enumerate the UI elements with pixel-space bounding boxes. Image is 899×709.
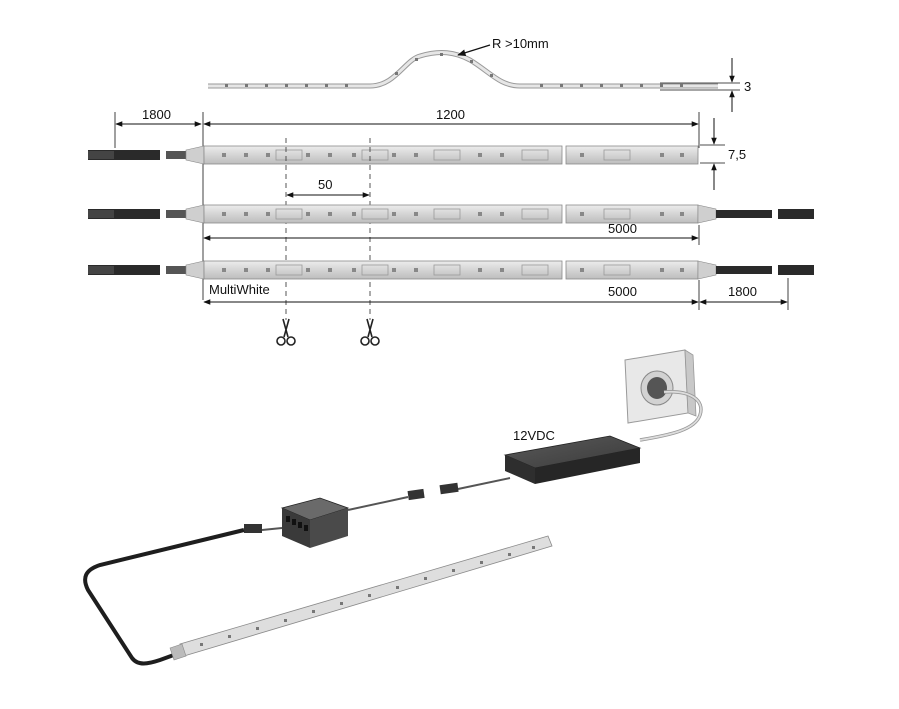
- strip-connector: [244, 524, 262, 533]
- installed-led-strip: [169, 535, 553, 661]
- psu-output-cable: [457, 477, 511, 490]
- cut-interval-label: 50: [318, 177, 332, 192]
- strip-feed-cable: [83, 528, 245, 666]
- power-supply-icon: [503, 435, 642, 484]
- length-top-label: 1200: [436, 107, 465, 122]
- strip-row-3: [88, 260, 814, 280]
- distributor-icon: [280, 497, 350, 548]
- distributor-cable: [347, 496, 409, 511]
- power-supply-label: 12VDC: [513, 428, 555, 443]
- scissors-icon: [360, 318, 380, 346]
- length-mid-label: 5000: [608, 221, 637, 236]
- strip-row-2: [88, 204, 814, 224]
- wall-socket-icon: [624, 349, 697, 424]
- length-bottom-label: 5000: [608, 284, 637, 299]
- connector-icon: [407, 482, 459, 501]
- height-label: 7,5: [728, 147, 746, 162]
- strip-row-1: [88, 145, 699, 165]
- thickness-label: 3: [744, 79, 751, 94]
- strip-type-label: MultiWhite: [209, 282, 270, 297]
- cable-right-label: 1800: [728, 284, 757, 299]
- scissors-icon: [276, 318, 296, 346]
- flex-strip: [208, 50, 718, 89]
- cable-left-label: 1800: [142, 107, 171, 122]
- bend-radius-label: R >10mm: [492, 36, 549, 51]
- bend-radius-leader: [457, 44, 491, 56]
